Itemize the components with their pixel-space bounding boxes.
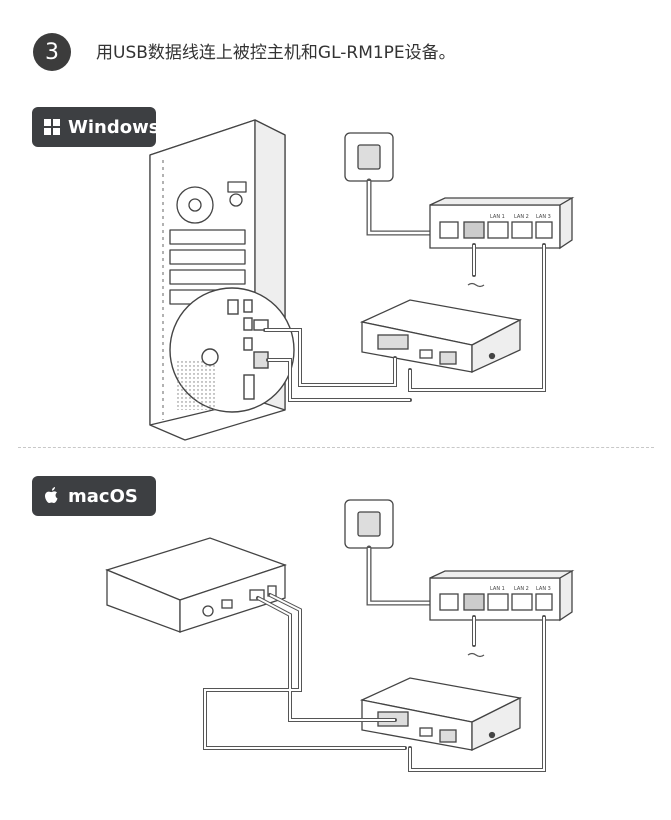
macos-section-badge: macOS [32, 476, 156, 516]
section-divider [18, 447, 654, 448]
mac-mini [105, 537, 287, 633]
macos-router-port-lan2: LAN 2 [514, 586, 529, 592]
windows-logo-icon [44, 119, 60, 135]
windows-glrm1pe-device [359, 299, 522, 374]
step-instruction: 用USB数据线连上被控主机和GL-RM1PE设备。 [96, 43, 456, 63]
macos-router-port-lan1: LAN 1 [490, 586, 505, 592]
windows-cable-break [467, 282, 485, 288]
macos-router [429, 569, 575, 622]
windows-section-label: Windows [68, 116, 160, 138]
windows-power-adapter [344, 132, 443, 236]
windows-port-zoom-circle [169, 287, 295, 413]
macos-glrm1pe-device [359, 677, 523, 752]
windows-router-port-lan1: LAN 1 [490, 214, 505, 220]
step-number-circle: 3 [33, 33, 71, 71]
macos-router-port-lan3: LAN 3 [536, 586, 551, 592]
step-number: 3 [45, 39, 59, 65]
windows-section-badge: Windows [32, 107, 160, 147]
apple-logo-icon [44, 487, 60, 505]
windows-router [429, 196, 575, 250]
macos-power-adapter [344, 499, 443, 606]
windows-router-port-lan2: LAN 2 [514, 214, 529, 220]
macos-cable-break [467, 652, 485, 658]
windows-router-port-lan3: LAN 3 [536, 214, 551, 220]
macos-section-label: macOS [68, 485, 138, 507]
